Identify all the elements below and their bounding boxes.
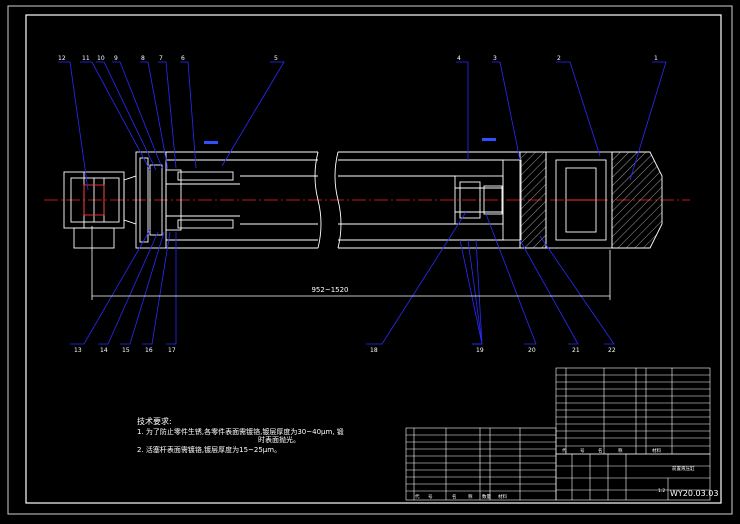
part-number: 8 <box>141 55 145 62</box>
notes-title: 技术要求: <box>137 416 172 426</box>
part-number: 4 <box>457 55 461 62</box>
leader-lines-bottom <box>70 211 615 345</box>
drawing-scale: 1:2 <box>658 488 665 494</box>
inner-frame <box>25 14 722 504</box>
part-number: 7 <box>159 55 163 62</box>
parts-list-left <box>405 427 557 501</box>
port-mark-right <box>482 138 496 141</box>
technical-notes: 技术要求: 1. 为了防止零件生锈,各零件表面需镀铬,镀层厚度为30~40μm,… <box>137 416 344 454</box>
title-block <box>555 453 711 501</box>
header-cell: 材料 <box>498 493 507 500</box>
header-cell: 材料 <box>652 447 661 454</box>
part-number: 9 <box>114 55 118 62</box>
part-number: 2 <box>557 55 561 62</box>
part-numbers-top: 12 11 10 9 8 7 6 5 4 3 2 1 <box>58 55 658 62</box>
parts-list-left-header: 代 号 名 称 数量 材料 <box>415 493 507 500</box>
outer-frame <box>7 5 733 515</box>
part-number: 11 <box>82 55 90 62</box>
part-number: 10 <box>97 55 105 62</box>
header-cell: 称 <box>618 447 623 454</box>
rod-eye <box>63 171 137 249</box>
dimension-text: 952~1520 <box>311 286 348 294</box>
header-cell: 代 <box>415 493 420 500</box>
header-cell: 号 <box>428 494 433 500</box>
part-number: 3 <box>493 55 497 62</box>
part-number: 1 <box>654 55 658 62</box>
part-number: 14 <box>100 347 108 354</box>
part-number: 15 <box>122 347 130 354</box>
part-number: 20 <box>528 347 536 354</box>
header-cell: 名 <box>452 493 457 500</box>
port-mark-left <box>204 141 218 144</box>
header-cell: 代 <box>562 447 567 454</box>
part-number: 21 <box>572 347 580 354</box>
header-cell: 数量 <box>482 493 491 500</box>
drawing-number: WY20.03.03 <box>670 489 718 498</box>
part-number: 6 <box>181 55 185 62</box>
cylinder-tube-left <box>166 151 322 249</box>
drawing-title: 前置液压缸 <box>672 465 695 472</box>
header-cell: 号 <box>580 448 585 454</box>
part-number: 19 <box>476 347 484 354</box>
note-line-1b: 时表面抛光。 <box>258 435 300 444</box>
header-cell: 称 <box>468 493 473 500</box>
note-line-1: 1. 为了防止零件生锈,各零件表面需镀铬,镀层厚度为30~40μm, 锻 <box>137 427 344 436</box>
part-number: 13 <box>74 347 82 354</box>
part-numbers-bottom: 13 14 15 16 17 18 19 20 21 22 <box>74 347 616 354</box>
header-cell: 名 <box>598 447 603 454</box>
leader-lines-top <box>58 61 667 191</box>
part-number: 18 <box>370 347 378 354</box>
parts-list-right-header: 代 号 名 称 材料 <box>562 447 661 454</box>
part-number: 12 <box>58 55 66 62</box>
rear-cap <box>502 151 663 249</box>
length-dimension <box>91 226 611 300</box>
part-number: 17 <box>168 347 176 354</box>
part-number: 22 <box>608 347 616 354</box>
note-line-2: 2. 活塞杆表面需镀铬,镀层厚度为15~25μm。 <box>137 445 281 454</box>
part-number: 5 <box>274 55 278 62</box>
part-number: 16 <box>145 347 153 354</box>
